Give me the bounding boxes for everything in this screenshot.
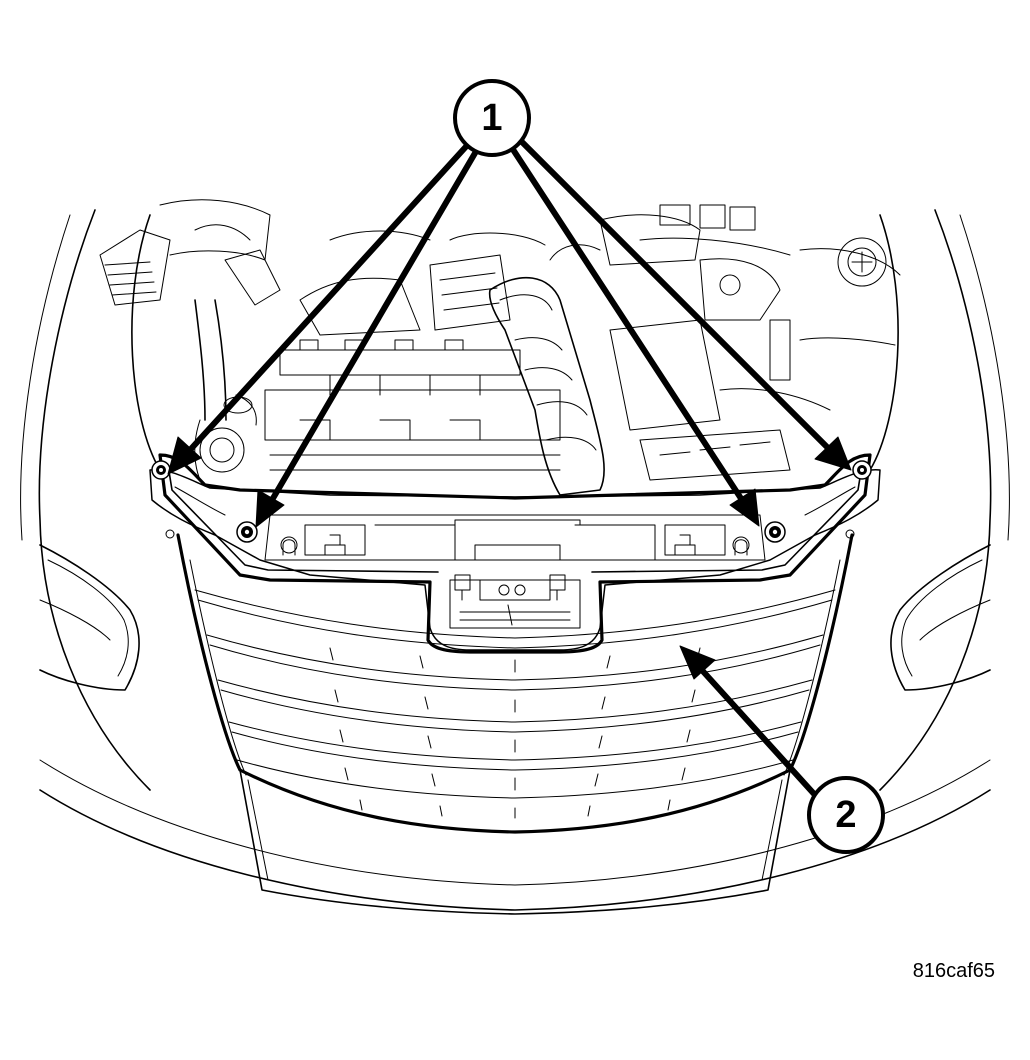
leader-1-right-outer bbox=[517, 137, 831, 451]
engine-compartment bbox=[99, 199, 901, 496]
fasteners bbox=[151, 460, 872, 543]
callout-1: 1 bbox=[453, 79, 531, 157]
arrowhead-2 bbox=[679, 645, 716, 680]
fastener-right-inner bbox=[764, 521, 786, 543]
fastener-left-inner bbox=[236, 521, 258, 543]
leader-1-left-inner bbox=[269, 145, 481, 503]
figure-id-label: 816caf65 bbox=[912, 960, 995, 982]
grille bbox=[176, 533, 854, 834]
leader-1-right-inner bbox=[509, 145, 745, 503]
arrowhead-right-outer bbox=[814, 436, 852, 471]
callout-1-number: 1 bbox=[481, 97, 502, 139]
leader-1-left-outer bbox=[187, 137, 475, 453]
callout-2-number: 2 bbox=[835, 794, 856, 836]
arrowhead-left-outer bbox=[167, 436, 202, 475]
arrowhead-right-inner bbox=[729, 488, 760, 527]
fastener-left-outer bbox=[151, 460, 171, 480]
leader-lines bbox=[167, 137, 852, 798]
callout-2: 2 bbox=[807, 776, 885, 854]
leader-2 bbox=[697, 665, 818, 798]
arrowhead-left-inner bbox=[255, 489, 285, 528]
fastener-right-outer bbox=[852, 460, 872, 480]
grille-mount-bracket bbox=[158, 453, 872, 654]
